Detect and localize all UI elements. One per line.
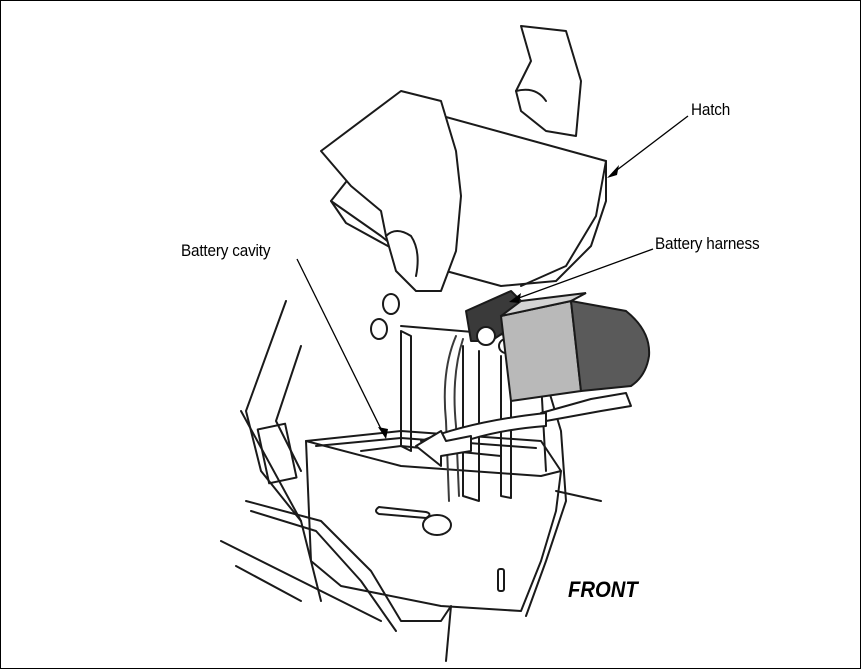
front-right-slot (497, 568, 505, 592)
box-front-panel (305, 440, 562, 612)
battery (499, 292, 651, 403)
side-port-rect (256, 422, 298, 485)
battery-top-face (500, 292, 587, 317)
battery-body-light (499, 299, 583, 403)
battery-body-dark (569, 299, 651, 393)
wire-frame (245, 500, 452, 662)
side-port-round-1 (370, 318, 388, 340)
hatch-bottom (330, 200, 407, 257)
side-port-round-2 (382, 293, 400, 315)
housing-lip (240, 410, 302, 522)
cavity-back-panel (400, 330, 412, 452)
arrowhead-battery-cavity (378, 427, 388, 439)
wire-base-2 (235, 565, 302, 602)
arrowhead-hatch (607, 165, 619, 178)
label-battery-cavity: Battery cavity (181, 241, 271, 260)
housing-left-wall (245, 300, 322, 602)
harness-wire (443, 335, 457, 502)
arrowhead-battery-harness (509, 293, 521, 303)
wire-base (220, 540, 382, 622)
label-battery-harness: Battery harness (655, 234, 760, 253)
label-hatch: Hatch (691, 100, 731, 119)
wire-frame-2 (250, 510, 397, 632)
insert-arrow (415, 430, 472, 467)
label-front: FRONT (568, 577, 638, 602)
hatch-edge (520, 160, 607, 287)
leader-battery-cavity (296, 258, 384, 434)
harness-connector (476, 326, 496, 346)
leader-battery-harness (515, 248, 654, 300)
hand-right-finger (515, 88, 547, 102)
front-screw (422, 514, 452, 536)
housing-left-inner (275, 345, 302, 472)
cavity-inner-floor (360, 445, 502, 457)
hand-left (320, 90, 462, 292)
leader-hatch (612, 115, 689, 174)
harness-wire-2 (453, 338, 464, 497)
hand-right (515, 25, 582, 137)
right-flange (555, 490, 602, 502)
hand-left-finger (385, 230, 419, 277)
